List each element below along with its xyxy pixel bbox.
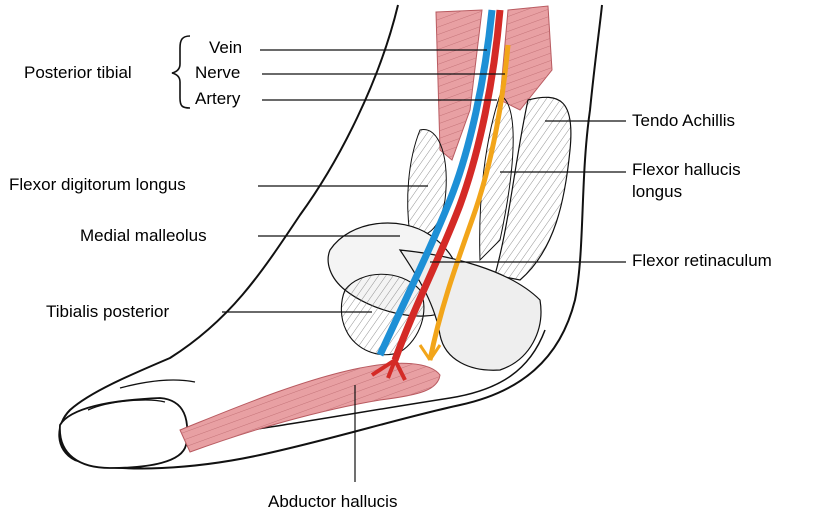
label-tendo-achillis: Tendo Achillis bbox=[632, 111, 735, 131]
label-posterior-tibial: Posterior tibial bbox=[24, 63, 132, 83]
label-flexor-digitorum-longus: Flexor digitorum longus bbox=[9, 175, 186, 195]
label-flexor-retinaculum: Flexor retinaculum bbox=[632, 251, 772, 271]
label-medial-malleolus: Medial malleolus bbox=[80, 226, 207, 246]
label-vein: Vein bbox=[209, 38, 242, 58]
label-tibialis-posterior: Tibialis posterior bbox=[46, 302, 169, 322]
label-nerve: Nerve bbox=[195, 63, 240, 83]
label-flexor-hallucis-line1: Flexor hallucis bbox=[632, 160, 741, 180]
label-artery: Artery bbox=[195, 89, 240, 109]
label-flexor-hallucis-line2: longus bbox=[632, 182, 682, 202]
label-abductor-hallucis: Abductor hallucis bbox=[268, 492, 397, 512]
group-brace bbox=[172, 36, 190, 108]
